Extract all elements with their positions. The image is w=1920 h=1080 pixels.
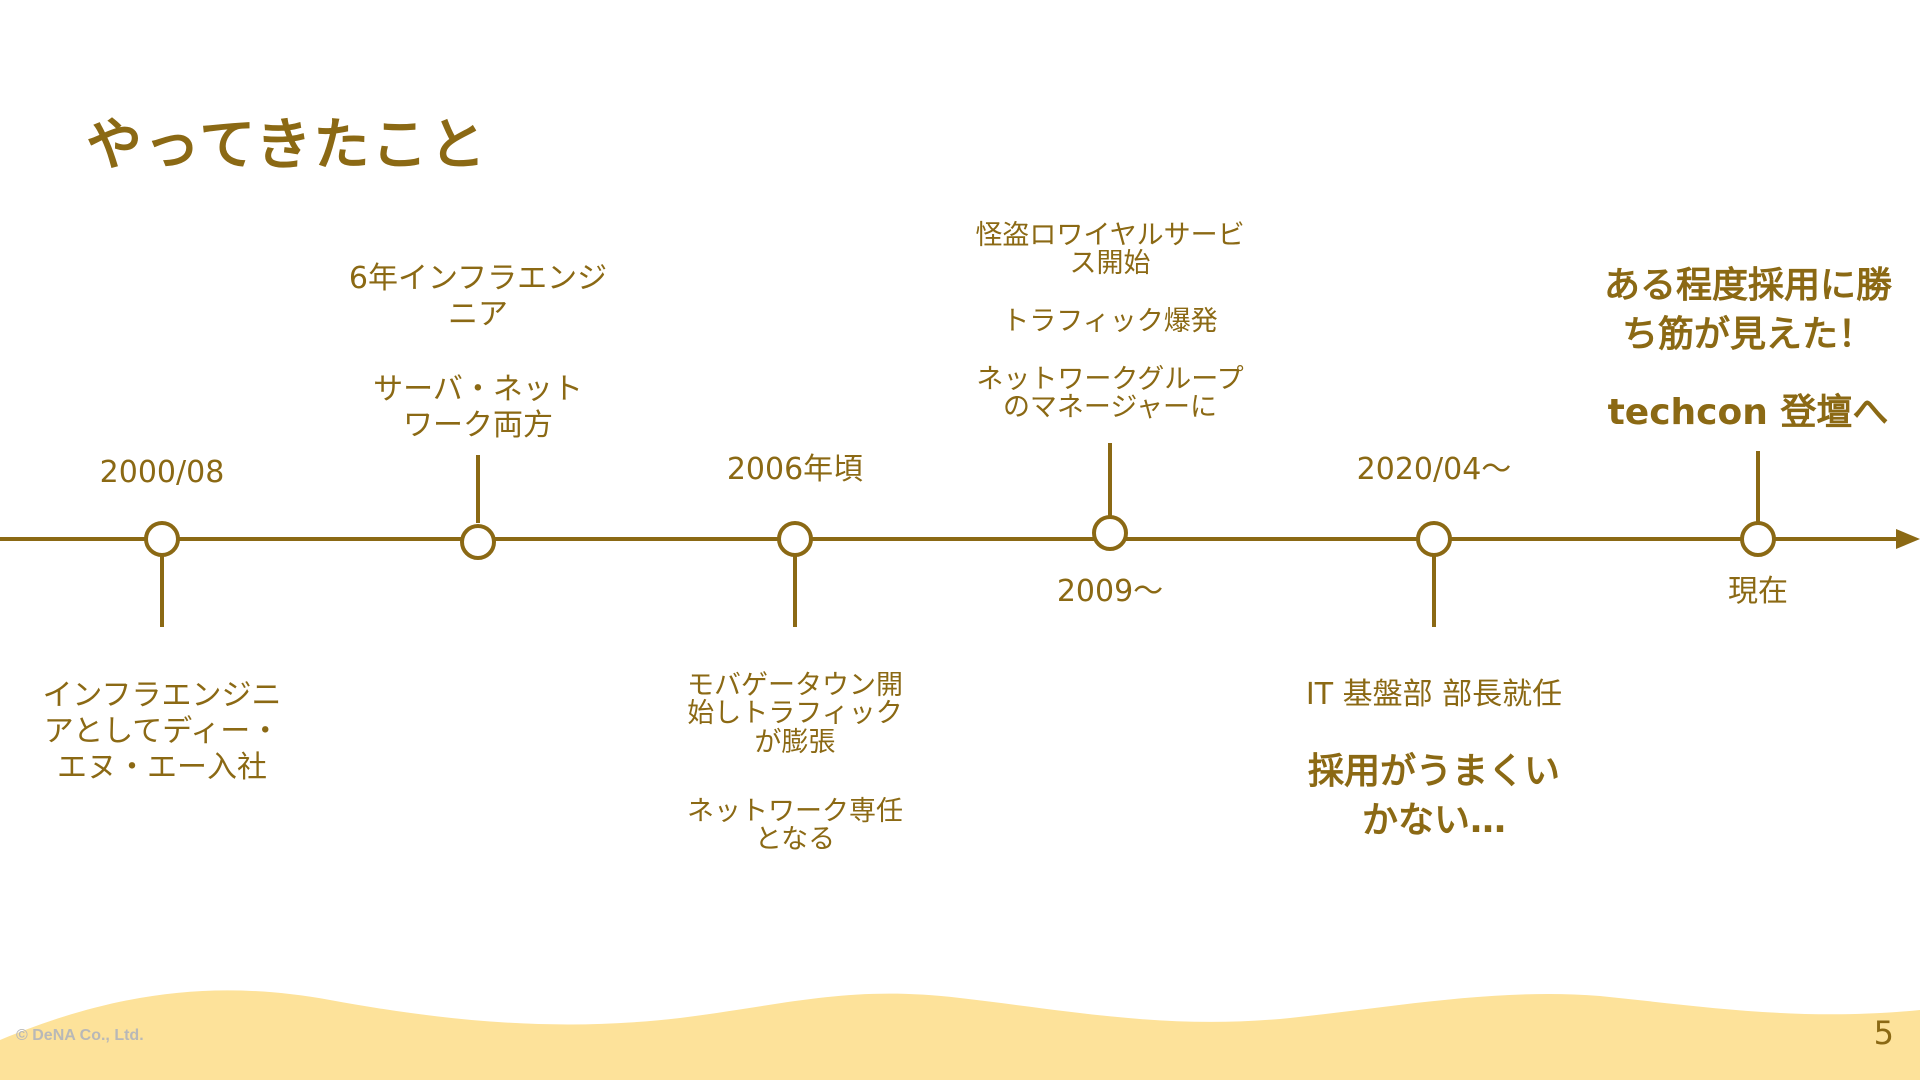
event-3-date: 2006年頃 [726,452,864,487]
page-number: 5 [1873,1014,1894,1052]
event-3-marker [777,521,813,557]
event-5-date: 2020/04〜 [1356,452,1512,487]
copyright-notice: © DeNA Co., Ltd. [16,1027,144,1044]
event-4-date: 2009〜 [1056,574,1164,609]
event-5-role: IT 基盤部 部長就任 [1305,677,1563,712]
event-3-description: モバゲータウン開 始しトラフィック が膨張 [687,670,903,758]
event-6-talk: techcon 登壇へ [1607,392,1889,433]
event-6-achievement: ある程度採用に勝 ち筋が見えた！ [1603,265,1892,355]
event-4-traffic: トラフィック爆発 [1002,306,1218,337]
event-4-service-start: 怪盗ロワイヤルサービ ス開始 [975,220,1245,280]
event-1-date: 2000/08 [99,455,225,490]
event-2-scope: サーバ・ネット ワーク両方 [373,372,583,443]
decorative-wave [0,990,1920,1080]
event-1-marker [144,521,180,557]
timeline-arrowhead [1896,529,1920,549]
event-2-marker [460,524,496,560]
event-3-role: ネットワーク専任 となる [687,796,903,856]
event-5-issue: 採用がうまくい かない… [1307,751,1560,841]
event-6-marker [1740,521,1776,557]
event-1-description: インフラエンジニ アとしてディー・ エヌ・エー入社 [42,678,282,785]
event-2-role: 6年インフラエンジ ニア [348,261,608,332]
event-6-date: 現在 [1728,574,1788,609]
event-4-role: ネットワークグループ のマネージャーに [976,364,1244,424]
slide-title: やってきたこと [86,113,488,178]
event-5-marker [1416,521,1452,557]
event-4-marker [1092,515,1128,551]
